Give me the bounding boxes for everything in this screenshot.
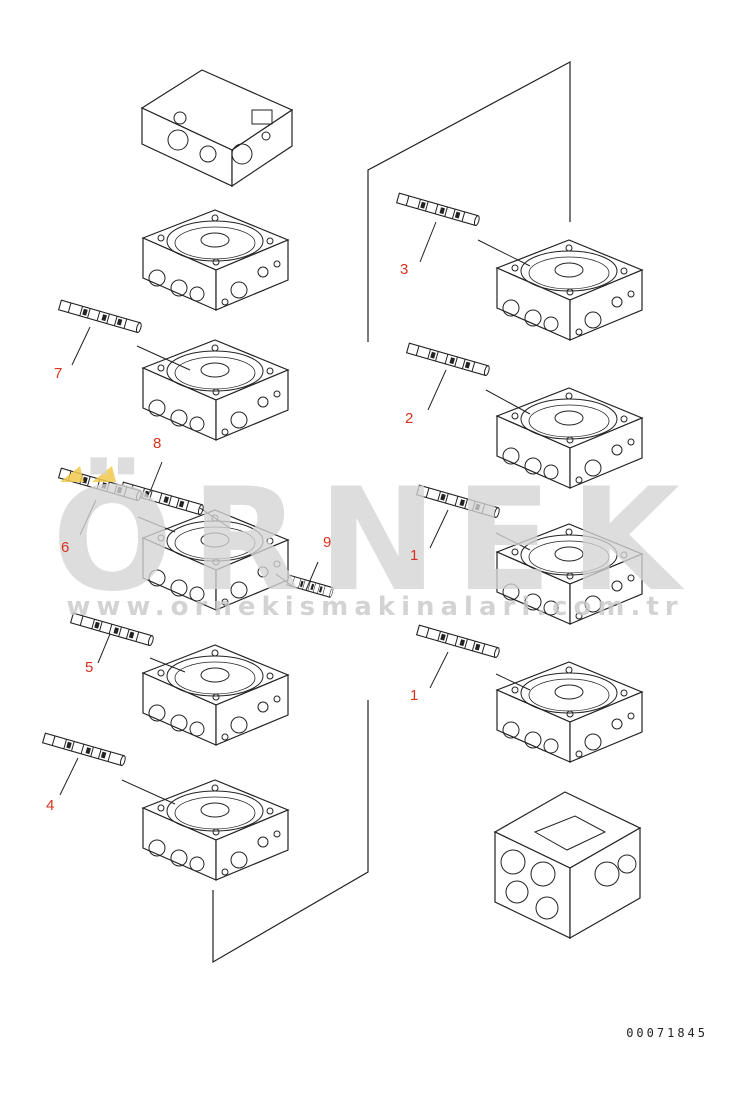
valve-section-b: [142, 209, 289, 311]
leader-lines: [59, 221, 449, 796]
center-lines: [121, 239, 531, 805]
watermark-url: www.ornekismakinalari.com.tr: [66, 592, 684, 622]
document-number: 00071845: [626, 1026, 708, 1040]
callout-5: 5: [85, 659, 94, 676]
valve-section-1b: [496, 661, 643, 763]
spool-7: [58, 299, 143, 334]
valve-section-5: [142, 644, 289, 746]
valve-section-3: [496, 239, 643, 341]
spool-1b: [416, 624, 501, 659]
callout-2: 2: [405, 410, 414, 427]
watermark-umlaut-mark: [60, 466, 116, 482]
spool-3: [396, 192, 481, 227]
callout-1a: 1: [410, 547, 419, 564]
callout-9: 9: [323, 534, 332, 551]
spool-4: [42, 732, 127, 767]
callout-3: 3: [400, 261, 409, 278]
assembly-lines: [212, 60, 571, 964]
end-cover-top: [140, 69, 294, 188]
valve-section-7: [142, 339, 289, 441]
watermark-logo: ÖRNEK: [52, 458, 698, 623]
spool-2: [406, 342, 491, 377]
end-cover-bottom: [493, 791, 642, 940]
callout-4: 4: [46, 797, 55, 814]
callout-6: 6: [61, 539, 70, 556]
callout-7: 7: [54, 365, 63, 382]
callout-1b: 1: [410, 687, 419, 704]
callout-8: 8: [153, 435, 162, 452]
valve-section-4: [142, 779, 289, 881]
